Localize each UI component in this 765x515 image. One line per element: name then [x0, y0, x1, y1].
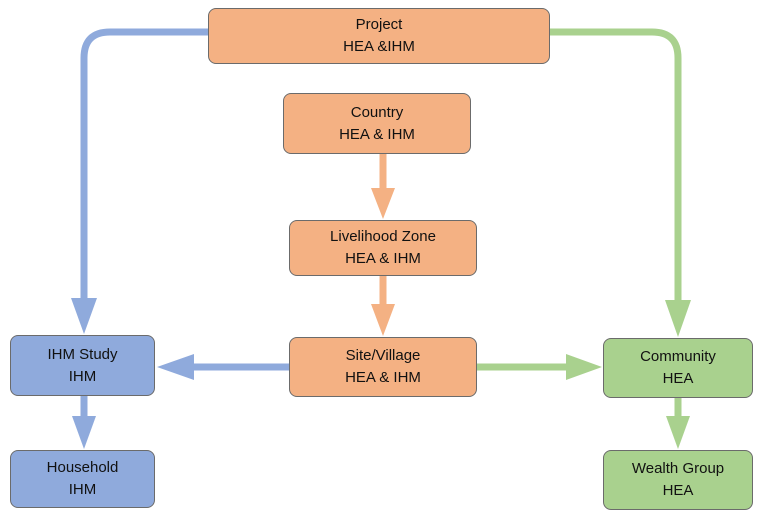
node-wealth-group-title: Wealth Group	[631, 460, 725, 477]
node-project: Project HEA &IHM	[208, 8, 550, 64]
arrowhead-household	[72, 416, 96, 449]
node-wealth-group: Wealth Group HEA	[603, 450, 753, 510]
node-ihm-study: IHM Study IHM	[10, 335, 155, 396]
edge-project-to-ihm-study	[80, 28, 208, 300]
node-ihm-study-subtitle: IHM	[68, 367, 97, 385]
arrowhead-ihm-study-left	[157, 354, 194, 380]
node-project-title: Project	[355, 16, 403, 33]
node-community: Community HEA	[603, 338, 753, 398]
arrowhead-ihm-study	[71, 298, 97, 334]
node-country: Country HEA & IHM	[283, 93, 471, 154]
node-site-village: Site/Village HEA & IHM	[289, 337, 477, 397]
node-livelihood-zone: Livelihood Zone HEA & IHM	[289, 220, 477, 276]
node-livelihood-zone-title: Livelihood Zone	[330, 228, 436, 245]
node-country-title: Country	[350, 103, 404, 121]
node-household-title: Household	[46, 459, 119, 476]
node-site-village-title: Site/Village	[345, 347, 421, 364]
arrowhead-community	[665, 300, 691, 337]
node-community-subtitle: HEA	[662, 370, 694, 387]
node-site-village-subtitle: HEA & IHM	[345, 369, 421, 386]
node-household-subtitle: IHM	[68, 481, 97, 498]
arrowhead-wealth-group	[666, 416, 690, 449]
arrowhead-livelihood-zone	[371, 188, 395, 219]
node-wealth-group-subtitle: HEA	[662, 482, 694, 499]
node-community-title: Community	[640, 348, 716, 365]
node-project-subtitle: HEA &IHM	[343, 38, 415, 55]
node-livelihood-zone-subtitle: HEA & IHM	[345, 250, 421, 267]
node-household: Household IHM	[10, 450, 155, 508]
node-country-subtitle: HEA & IHM	[339, 125, 415, 143]
arrowhead-site-village	[371, 304, 395, 336]
edge-project-to-community	[550, 28, 682, 302]
node-ihm-study-title: IHM Study	[47, 345, 118, 363]
arrowhead-community-right	[566, 354, 602, 380]
